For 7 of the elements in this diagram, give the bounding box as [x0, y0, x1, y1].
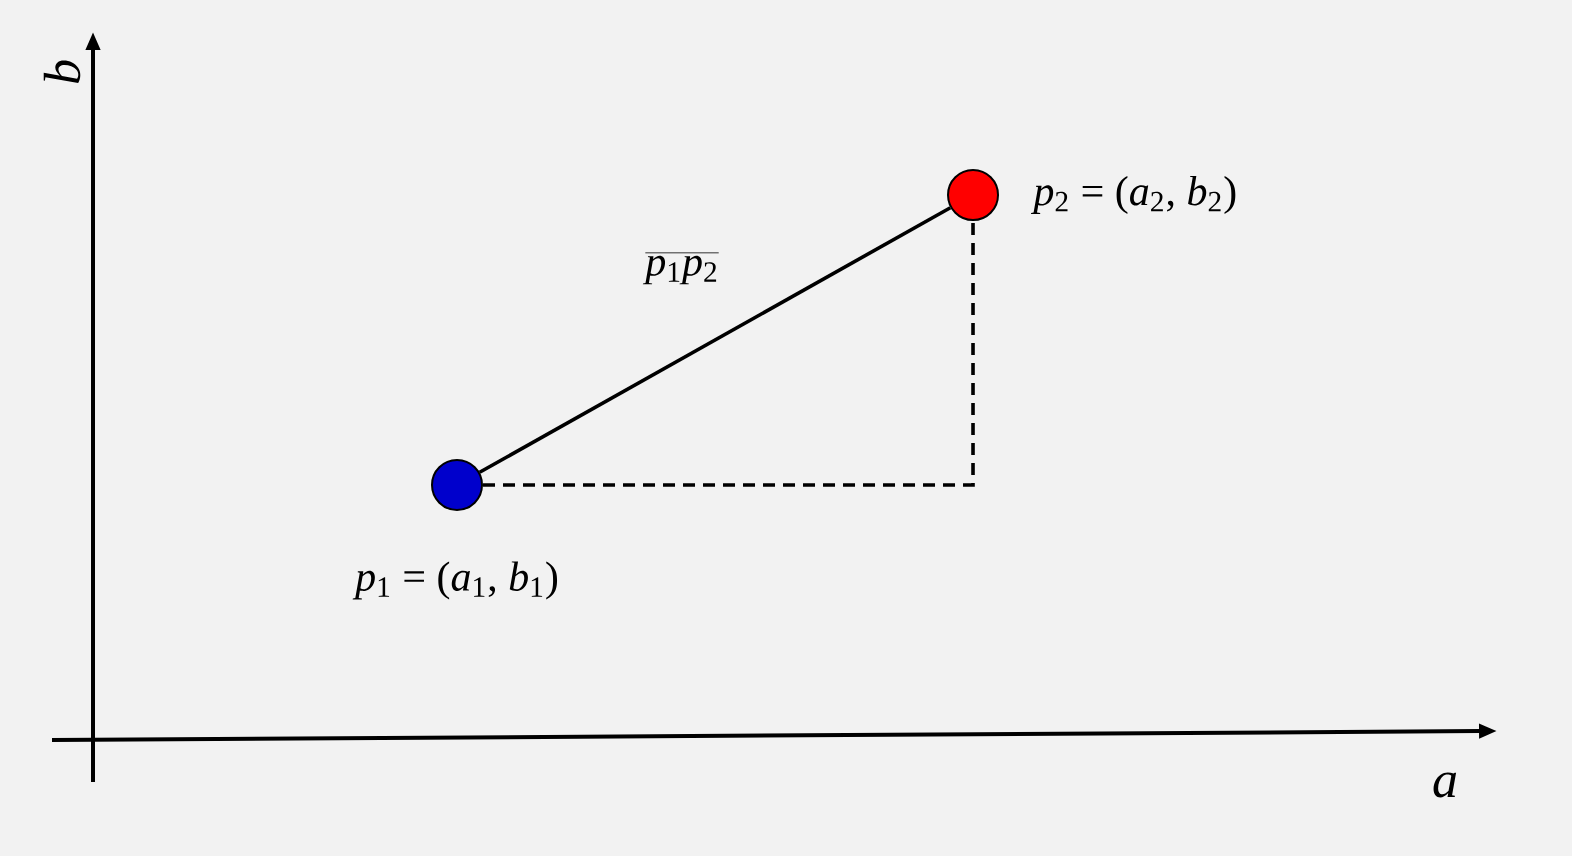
axis-label: b — [43, 60, 81, 84]
point-label: p$_{1}$ = (a$_{1}$, b$_{1}$) — [352, 561, 558, 600]
point-marker — [947, 169, 999, 221]
point-marker — [431, 459, 483, 511]
axis-label: a — [1433, 772, 1457, 798]
point-label: p$_{2}$ = (a$_{2}$, b$_{2}$) — [1030, 175, 1236, 215]
edge-label: p$_{1}$p$_{2}$ — [642, 252, 720, 285]
